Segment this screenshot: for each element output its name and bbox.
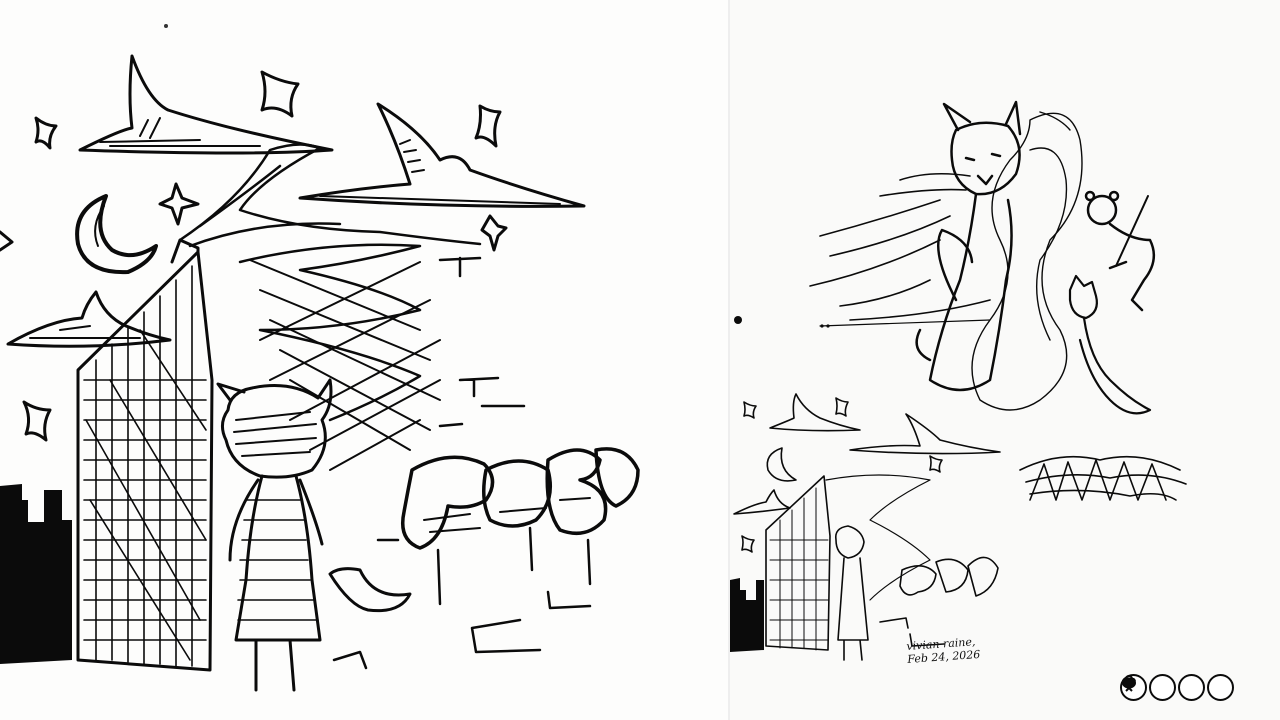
ink-speck — [164, 24, 168, 28]
reaction-bar — [1120, 674, 1234, 701]
panel-divider — [728, 0, 730, 720]
right-drawing — [730, 100, 1187, 661]
smile-face-icon[interactable] — [1123, 674, 1205, 701]
moon-icon — [75, 194, 158, 275]
cloud-shape — [78, 54, 334, 155]
sparkle-icon — [474, 104, 502, 148]
artist-signature: vivian raine, Feb 24, 2026 — [906, 635, 981, 666]
scribble-patch — [1019, 455, 1187, 501]
city-silhouette — [0, 484, 72, 664]
graffiti-bubble-letters — [401, 447, 640, 606]
blush-face-icon[interactable] — [1122, 674, 1176, 701]
motion-lines — [809, 172, 991, 327]
cat-girl-figure — [216, 378, 412, 692]
mini-city-silhouette — [730, 578, 764, 652]
left-artwork-panel: BUSH — [0, 24, 640, 692]
heart-icon[interactable] — [1122, 674, 1234, 701]
sparkle-icon — [260, 70, 300, 118]
right-artwork-panel — [730, 0, 1280, 720]
left-drawing: BUSH — [0, 24, 640, 692]
flying-cat-figure — [915, 100, 1022, 392]
graffiti-text: BUSH — [519, 499, 522, 501]
ink-dot — [734, 316, 742, 324]
bear-figure — [1084, 190, 1156, 312]
wind-lines — [178, 143, 482, 422]
sparkle-icon — [158, 182, 200, 226]
building-shape — [76, 238, 214, 672]
ink-dot — [826, 324, 830, 328]
sparkle-icon — [480, 214, 508, 252]
crosshatch-swoosh — [249, 259, 441, 471]
ink-dot — [820, 324, 824, 328]
mini-city-scene — [733, 393, 1001, 661]
sparkle-icon — [22, 400, 52, 442]
brick-marks — [332, 256, 592, 670]
small-cat-figure — [1068, 274, 1152, 415]
cloud-shape — [298, 102, 586, 208]
scribble-swirl — [971, 111, 1083, 411]
sparkle-icon — [0, 230, 14, 252]
building-crosshatch — [83, 265, 207, 667]
sparkle-icon — [34, 116, 58, 150]
